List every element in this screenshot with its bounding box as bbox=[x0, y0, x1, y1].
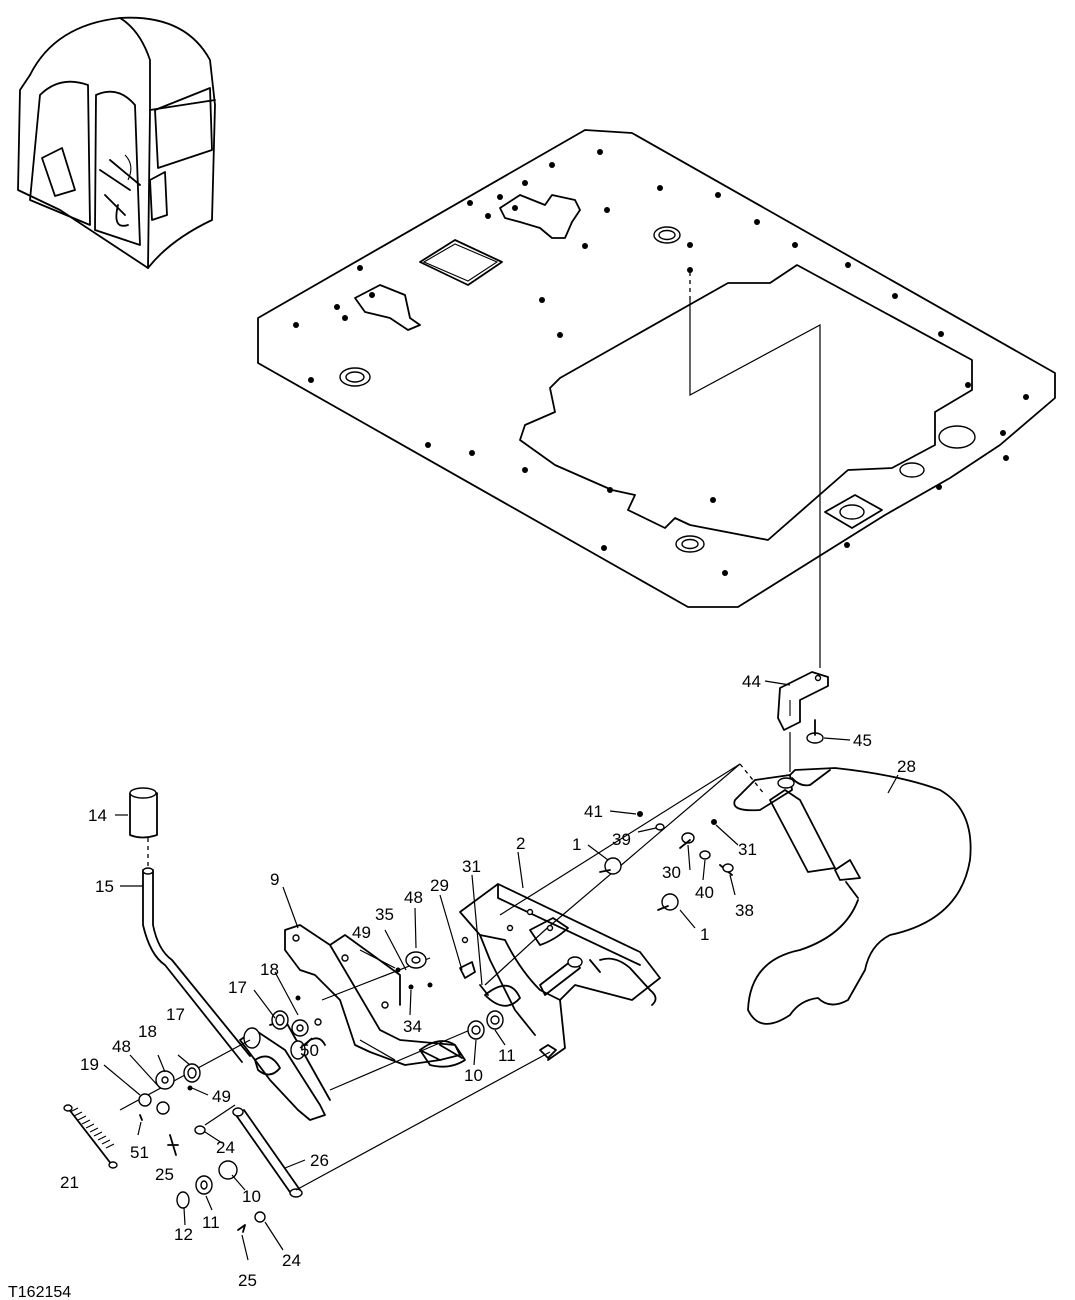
callout-49: 49 bbox=[212, 1087, 231, 1106]
callout-28: 28 bbox=[897, 757, 916, 776]
cab-floor-plate bbox=[257, 129, 1056, 668]
bracket-44 bbox=[777, 671, 829, 731]
callout-labels: 14 15 9 18 17 18 17 48 19 49 51 21 25 24… bbox=[60, 672, 916, 1290]
callout-10: 10 bbox=[242, 1187, 261, 1206]
callout-25: 25 bbox=[155, 1165, 174, 1184]
callout-21: 21 bbox=[60, 1173, 79, 1192]
callout-44: 44 bbox=[742, 672, 761, 691]
callout-31: 31 bbox=[462, 857, 481, 876]
callout-18: 18 bbox=[260, 960, 279, 979]
control-cable-28 bbox=[733, 767, 972, 1025]
callout-50: 50 bbox=[300, 1041, 319, 1060]
callout-2: 2 bbox=[516, 834, 525, 853]
pedal-arm bbox=[239, 1019, 331, 1121]
callout-40: 40 bbox=[695, 883, 714, 902]
callout-17: 17 bbox=[228, 978, 247, 997]
pedal-bracket-2 bbox=[459, 883, 661, 1061]
callout-35: 35 bbox=[375, 905, 394, 924]
callout-29: 29 bbox=[430, 876, 449, 895]
callout-51: 51 bbox=[130, 1143, 149, 1162]
callout-12: 12 bbox=[174, 1225, 193, 1244]
callout-leaders bbox=[103, 680, 899, 1261]
callout-9: 9 bbox=[270, 870, 279, 889]
callout-10: 10 bbox=[464, 1066, 483, 1085]
callout-25: 25 bbox=[238, 1271, 257, 1290]
lever-15 bbox=[142, 867, 251, 1063]
callout-1: 1 bbox=[700, 925, 709, 944]
callout-19: 19 bbox=[80, 1055, 99, 1074]
callout-48: 48 bbox=[112, 1037, 131, 1056]
callout-11: 11 bbox=[498, 1046, 516, 1065]
figure-id: T162154 bbox=[8, 1284, 71, 1300]
callout-11: 11 bbox=[202, 1213, 220, 1232]
cab-locator-illustration bbox=[17, 16, 216, 269]
link-rod-26 bbox=[232, 1107, 303, 1198]
callout-41: 41 bbox=[584, 802, 603, 821]
callout-31: 31 bbox=[738, 840, 757, 859]
callout-30: 30 bbox=[662, 863, 681, 882]
callout-48: 48 bbox=[404, 888, 423, 907]
callout-17: 17 bbox=[166, 1005, 185, 1024]
callout-18: 18 bbox=[138, 1022, 157, 1041]
grip-14 bbox=[129, 787, 158, 839]
callout-38: 38 bbox=[735, 901, 754, 920]
callout-39: 39 bbox=[612, 830, 631, 849]
callout-45: 45 bbox=[853, 731, 872, 750]
callout-34: 34 bbox=[403, 1017, 422, 1036]
hardware-small-parts bbox=[138, 811, 734, 1233]
spring-21 bbox=[63, 1104, 118, 1169]
callout-14: 14 bbox=[88, 806, 107, 825]
callout-15: 15 bbox=[95, 877, 114, 896]
callout-24: 24 bbox=[282, 1251, 301, 1270]
callout-49: 49 bbox=[352, 923, 371, 942]
callout-26: 26 bbox=[310, 1151, 329, 1170]
callout-1: 1 bbox=[572, 835, 581, 854]
bolt-45 bbox=[806, 719, 824, 744]
callout-24: 24 bbox=[216, 1138, 235, 1157]
